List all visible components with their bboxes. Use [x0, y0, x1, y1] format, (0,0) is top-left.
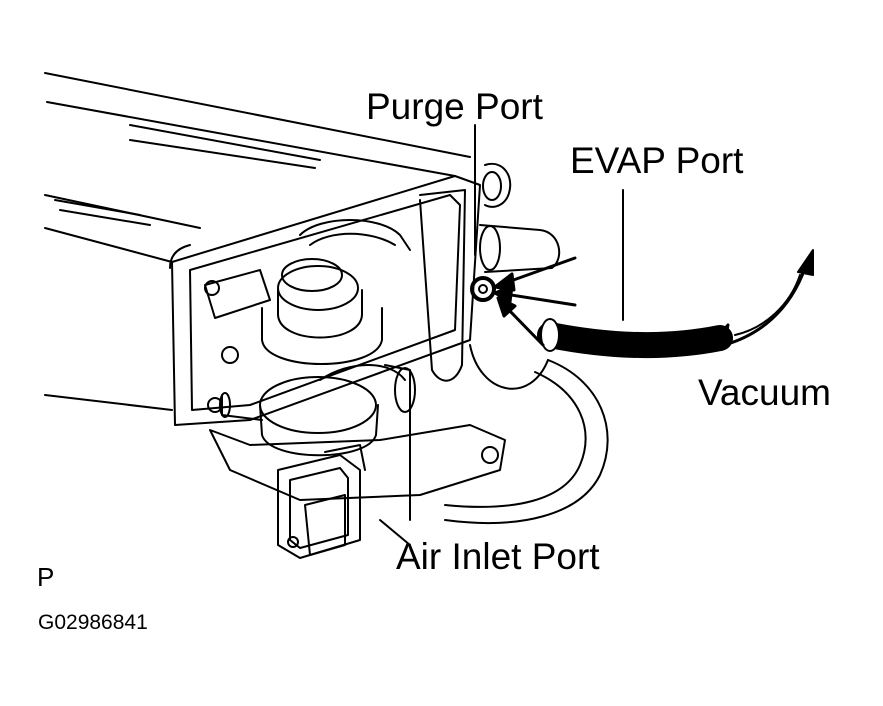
purge-port-label: Purge Port — [366, 86, 543, 127]
air-inlet-port-label: Air Inlet Port — [396, 536, 600, 577]
upper-ports — [299, 162, 561, 273]
end-plate — [171, 175, 506, 501]
leader-lines — [379, 124, 624, 546]
corner-mark: P — [37, 562, 55, 592]
connector-plug — [277, 444, 366, 559]
canister-body — [44, 72, 471, 411]
vsv-valve — [219, 258, 416, 457]
vacuum-arrow — [713, 249, 814, 347]
flow-arrows — [493, 256, 577, 347]
purge-port-tube — [419, 189, 496, 382]
evap-hose — [537, 318, 733, 359]
vacuum-label: Vacuum — [698, 372, 831, 413]
air-inlet-hose — [444, 344, 609, 524]
figure-code: G02986841 — [38, 611, 148, 634]
evap-port-label: EVAP Port — [570, 140, 744, 181]
